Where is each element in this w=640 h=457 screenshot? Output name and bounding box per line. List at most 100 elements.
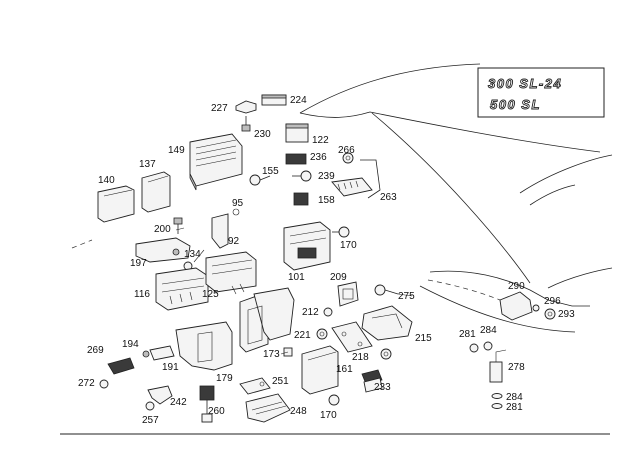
leader-lines (175, 227, 413, 355)
callout-281: 281 (459, 329, 476, 340)
callout-134: 134 (184, 249, 201, 260)
callout-251: 251 (272, 376, 289, 387)
bolt-170-icon (332, 226, 350, 238)
bracket-92-icon (211, 208, 240, 249)
relay-box-125-icon (205, 251, 257, 295)
callout-224: 224 (290, 95, 307, 106)
callout-200: 200 (154, 224, 171, 235)
callout-233: 233 (374, 382, 391, 393)
bolt-155-icon (249, 174, 271, 186)
callout-296: 296 (544, 296, 561, 307)
callout-284b: 284 (506, 392, 523, 403)
callout-194: 194 (122, 339, 139, 350)
callout-284: 284 (480, 325, 497, 336)
callout-230: 230 (254, 129, 271, 140)
callout-125: 125 (202, 289, 219, 300)
connector-233-icon (361, 369, 383, 393)
bracket-242-icon (147, 385, 173, 405)
callout-173: 173 (263, 349, 280, 360)
callout-179: 179 (216, 373, 233, 384)
callout-290: 290 (508, 281, 525, 292)
callout-263: 263 (380, 192, 397, 203)
module-137-icon (141, 171, 171, 213)
bracket-197-icon (135, 237, 191, 263)
bracket-227-icon (235, 100, 257, 114)
plate-218-icon (331, 321, 373, 353)
callout-170b: 170 (320, 410, 337, 421)
nut-257-icon (145, 401, 155, 411)
callout-293: 293 (558, 309, 575, 320)
relay-290-icon (499, 291, 533, 321)
callout-212: 212 (302, 307, 319, 318)
bracket-191-icon (142, 345, 175, 361)
nut-221a-icon (316, 328, 328, 340)
relay-box-116-icon (155, 267, 209, 311)
callout-137: 137 (139, 159, 156, 170)
relay-122-icon (285, 123, 309, 143)
callout-122: 122 (312, 135, 329, 146)
callout-92: 92 (228, 236, 240, 247)
carrier-179-icon (175, 287, 295, 371)
bolt-275-icon (374, 284, 399, 296)
callout-257: 257 (142, 415, 159, 426)
module-140-icon (97, 185, 135, 223)
relay-224-icon (261, 94, 287, 106)
connector-251-icon (239, 377, 271, 395)
callout-221: 221 (294, 330, 311, 341)
module-161-icon (301, 345, 339, 395)
nut-272-icon (99, 379, 109, 389)
callout-191: 191 (162, 362, 179, 373)
bolt-239-icon (292, 170, 312, 182)
callout-labels: 227 224 230 149 122 236 266 155 239 137 … (78, 95, 575, 426)
control-unit-149-icon (189, 133, 243, 191)
relay-158-icon (293, 192, 309, 206)
callout-236: 236 (310, 152, 327, 163)
callout-101: 101 (288, 272, 305, 283)
badge-500sl: 500 SL (490, 97, 541, 112)
callout-278: 278 (508, 362, 525, 373)
fuse-carrier-248-icon (245, 393, 291, 423)
callout-155: 155 (262, 166, 279, 177)
bolt-170b-icon (328, 394, 340, 406)
control-module-101-icon (283, 221, 331, 271)
fuse-block-263-icon (331, 159, 381, 199)
nut-221b-icon (380, 348, 392, 360)
washer-296-icon (532, 304, 540, 312)
bracket-215-icon (361, 305, 413, 341)
bolt-200-icon (173, 217, 183, 234)
screw-230-icon (241, 116, 251, 132)
components (97, 94, 556, 423)
callout-95: 95 (232, 198, 244, 209)
nut-293-icon (544, 308, 556, 320)
callout-281b: 281 (506, 402, 523, 413)
callout-116: 116 (134, 289, 150, 300)
sensor-278-icon (469, 341, 507, 409)
callout-215: 215 (415, 333, 432, 344)
bracket-209-icon (337, 281, 359, 307)
nut-212-icon (323, 307, 333, 317)
callout-239: 239 (318, 171, 335, 182)
connector-236-icon (285, 153, 307, 165)
callout-272: 272 (78, 378, 95, 389)
callout-227: 227 (211, 103, 228, 114)
vehicle-outline (71, 63, 613, 333)
callout-158: 158 (318, 195, 335, 206)
badge-300sl24: 300 SL-24 (488, 76, 562, 91)
callout-149: 149 (168, 145, 185, 156)
nut-266-icon (342, 152, 354, 164)
callout-242: 242 (170, 397, 187, 408)
model-badge: 300 SL-24 500 SL (477, 67, 605, 118)
callout-218: 218 (352, 352, 369, 363)
callout-209: 209 (330, 272, 347, 283)
relay-260-icon (199, 385, 215, 423)
callout-140: 140 (98, 175, 115, 186)
callout-248: 248 (290, 406, 307, 417)
callout-269: 269 (87, 345, 104, 356)
callout-197: 197 (130, 258, 147, 269)
callout-266: 266 (338, 145, 355, 156)
callout-170: 170 (340, 240, 357, 251)
clip-269-icon (107, 357, 135, 375)
callout-161: 161 (336, 364, 353, 375)
callout-260: 260 (208, 406, 225, 417)
